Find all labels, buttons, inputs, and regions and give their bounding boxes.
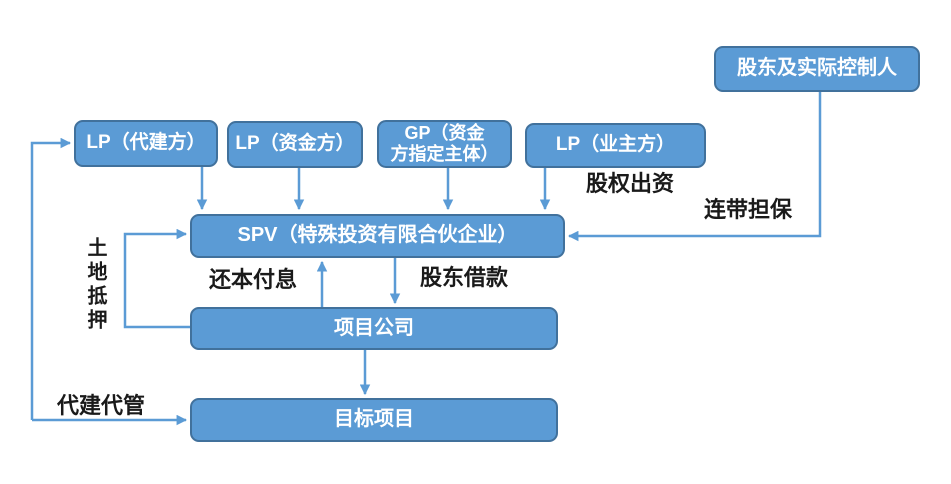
node-lp-capital-provider[interactable]: LP（资金方） xyxy=(227,121,363,168)
node-shareholder-label: 股东及实际控制人 xyxy=(737,57,897,80)
node-gp-designated-entity-label: GP（资金 方指定主体） xyxy=(390,122,499,164)
node-project-company-label: 项目公司 xyxy=(334,316,414,339)
edge-label-construction-management: 代建代管 xyxy=(57,393,146,418)
node-lp-construction-agent[interactable]: LP（代建方） xyxy=(74,120,218,167)
edge-label-shareholder-loan: 股东借款 xyxy=(420,265,509,290)
node-gp-designated-entity[interactable]: GP（资金 方指定主体） xyxy=(377,120,512,168)
node-lp-owner-label: LP（业主方） xyxy=(555,134,676,156)
node-lp-owner[interactable]: LP（业主方） xyxy=(525,123,706,168)
edge-label-land-mortgage: 土地抵押 xyxy=(84,237,106,333)
edge-shareholder-to-spv-guarantee xyxy=(567,92,822,242)
edge-projectco-to-spv-land-mortgage xyxy=(123,228,190,329)
node-lp-construction-agent-label: LP（代建方） xyxy=(86,132,206,154)
node-target-project-label: 目标项目 xyxy=(334,408,414,431)
node-spv-limited-partnership[interactable]: SPV（特殊投资有限合伙企业） xyxy=(190,214,565,258)
edge-label-joint-guarantee: 连带担保 xyxy=(704,197,793,222)
node-target-project[interactable]: 目标项目 xyxy=(190,398,558,442)
node-lp-capital-provider-label: LP（资金方） xyxy=(235,133,355,155)
edge-label-repay-principal-interest: 还本付息 xyxy=(209,267,298,292)
node-spv-label: SPV（特殊投资有限合伙企业） xyxy=(237,224,518,247)
edge-label-equity-contribution: 股权出资 xyxy=(586,171,675,196)
node-project-company[interactable]: 项目公司 xyxy=(190,307,558,350)
node-shareholder-actual-controller[interactable]: 股东及实际控制人 xyxy=(714,46,920,92)
edge-left-to-lp-daijian xyxy=(30,137,72,420)
